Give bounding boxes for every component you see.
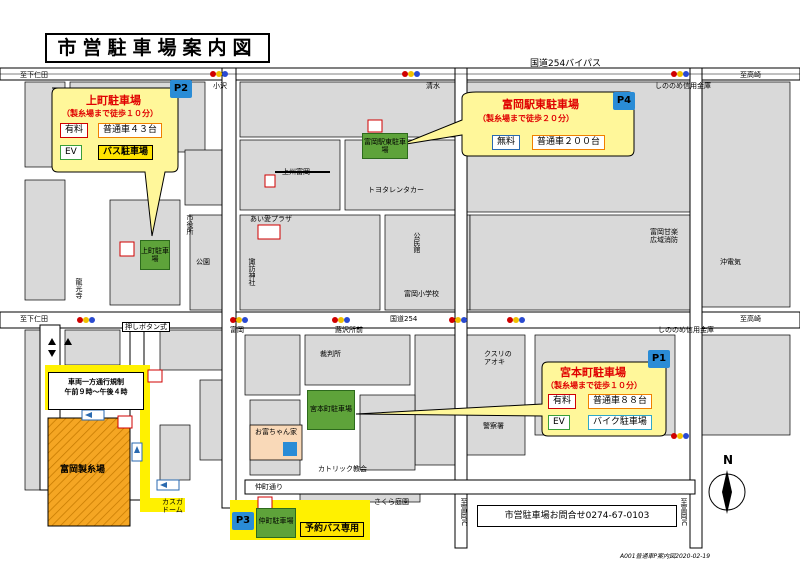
p4-walk: （製糸場まで徒歩２０分）	[478, 114, 574, 123]
direction-signs	[81, 409, 180, 491]
p4-spaces: 普通車２００台	[532, 135, 606, 150]
arrow-up-1	[48, 338, 56, 345]
one-way-notice: 車両一方通行規制 午前９時～午後４時	[48, 372, 144, 410]
page-title: 市営駐車場案内図	[45, 33, 270, 63]
doome-label: ドーム	[162, 506, 183, 514]
fire-dept-label: 富岡甘楽広域消防	[650, 228, 678, 244]
p2-spaces: 普通車４３台	[98, 123, 163, 138]
shimizu-label: 清水	[426, 82, 440, 90]
elementary-label: 富岡小学校	[404, 290, 439, 298]
lot-p3-label: 仲町駐車場	[258, 517, 294, 525]
shinonome-mid: しののめ信用金庫	[658, 326, 714, 334]
p1-spaces: 普通車８８台	[588, 394, 653, 409]
notice-line1: 車両一方通行規制	[68, 378, 124, 386]
takasaki-mid: 至高崎	[740, 315, 761, 323]
bypass-label: 国道254バイパス	[530, 59, 601, 69]
koizawa-label: 小沢	[213, 82, 227, 90]
tsurusato-label: 蕗沢所前	[335, 326, 363, 334]
tomioka-ic-road	[689, 67, 703, 549]
suwa-shrine-label: 諏訪神社	[248, 258, 256, 286]
p2-walk: （製糸場まで徒歩１０分）	[62, 109, 158, 118]
catholic-label: カトリック教会	[318, 465, 367, 473]
kusuri-aoki-label: クスリのアオキ	[484, 350, 512, 366]
info-icon	[283, 442, 297, 456]
p2-name: 上町駐車場	[86, 94, 141, 107]
p4-fee: 無料	[492, 135, 521, 150]
badge-p3: P3	[232, 512, 254, 530]
badge-p4: P4	[613, 92, 635, 110]
notice-line2: 午前９時～午後４時	[64, 388, 128, 396]
lot-p2-label: 上町駐車場	[141, 247, 169, 263]
tomioka-ic-2: 至富岡IC	[680, 498, 688, 526]
p4-name: 富岡駅東駐車場	[502, 98, 579, 111]
p3-reserved-bus: 予約バス専用	[300, 522, 365, 537]
p2-bus: バス駐車場	[98, 145, 154, 160]
okaichan-label: お富ちゃん家	[255, 428, 297, 436]
lot-p2[interactable]: 上町駐車場	[140, 240, 170, 270]
kamishu-tomioka-label: 上州富岡	[282, 168, 310, 176]
route254-road	[0, 311, 800, 329]
p1-name: 宮本町駐車場	[560, 366, 626, 379]
phone-contact: 市営駐車場お問合せ0274-67-0103	[477, 505, 677, 527]
p2-ev: EV	[60, 145, 82, 160]
okidenki-label: 沖電気	[720, 258, 741, 266]
shimonita-mid: 至下仁田	[20, 315, 48, 323]
arrow-up-2	[64, 338, 72, 345]
court-label: 裁判所	[320, 350, 341, 358]
koizawa-road	[221, 67, 237, 509]
p2-fee: 有料	[60, 123, 89, 138]
sakura-garden-label: さくら庭園	[374, 498, 409, 506]
kouminkan-label: 公民館	[413, 232, 421, 253]
p1-fee: 有料	[548, 394, 577, 409]
p1-walk: （製糸場まで徒歩１０分）	[546, 381, 642, 390]
lot-p1[interactable]: 宮本町駐車場	[307, 390, 355, 430]
toyota-label: トヨタレンタカー	[368, 186, 424, 194]
push-button-signal-label: 押しボタン式	[122, 322, 170, 332]
ryuukouji-label: 龍光寺	[75, 278, 83, 299]
badge-p2: P2	[170, 80, 192, 98]
nakamachi-road	[244, 479, 696, 495]
shinonome-top: しののめ信用金庫	[655, 82, 711, 90]
p1-bike: バイク駐車場	[588, 415, 652, 430]
lot-p4-label: 富岡駅東駐車場	[364, 138, 406, 154]
tomioka-label: 富岡	[230, 326, 244, 334]
kasuga-label: カスガ	[162, 498, 183, 506]
shimonita-top: 至下仁田	[20, 71, 48, 79]
compass-north-label: N	[723, 453, 734, 467]
arrow-down-1	[48, 350, 56, 357]
credit-label: A001普通車P案内図2020-02-19	[620, 553, 711, 560]
route254-label: 国道254	[390, 315, 418, 323]
lot-p4[interactable]: 富岡駅東駐車場	[362, 133, 408, 159]
park-label: 公園	[196, 258, 210, 266]
nakamachi-dori-label: 仲町通り	[255, 483, 283, 491]
silk-mill-area	[47, 417, 131, 527]
city-hall-label: 市役所	[186, 214, 194, 235]
traffic-signals	[77, 71, 689, 439]
p1-ev: EV	[548, 415, 570, 430]
tomioka-ic-1: 至富岡IC	[460, 498, 468, 526]
aisai-plaza-label: あい愛プラザ	[250, 215, 292, 223]
one-way-arrows	[48, 338, 72, 357]
lot-p1-label: 宮本町駐車場	[310, 405, 352, 413]
badge-p1: P1	[648, 350, 670, 368]
shimizu-road	[454, 67, 468, 549]
silk-mill-label: 富岡製糸場	[60, 465, 106, 475]
takasaki-top: 至高崎	[740, 71, 761, 79]
compass-needle	[722, 470, 732, 514]
roads	[0, 67, 800, 549]
lot-p3[interactable]: 仲町駐車場	[256, 508, 296, 538]
police-label: 警察署	[483, 422, 504, 430]
